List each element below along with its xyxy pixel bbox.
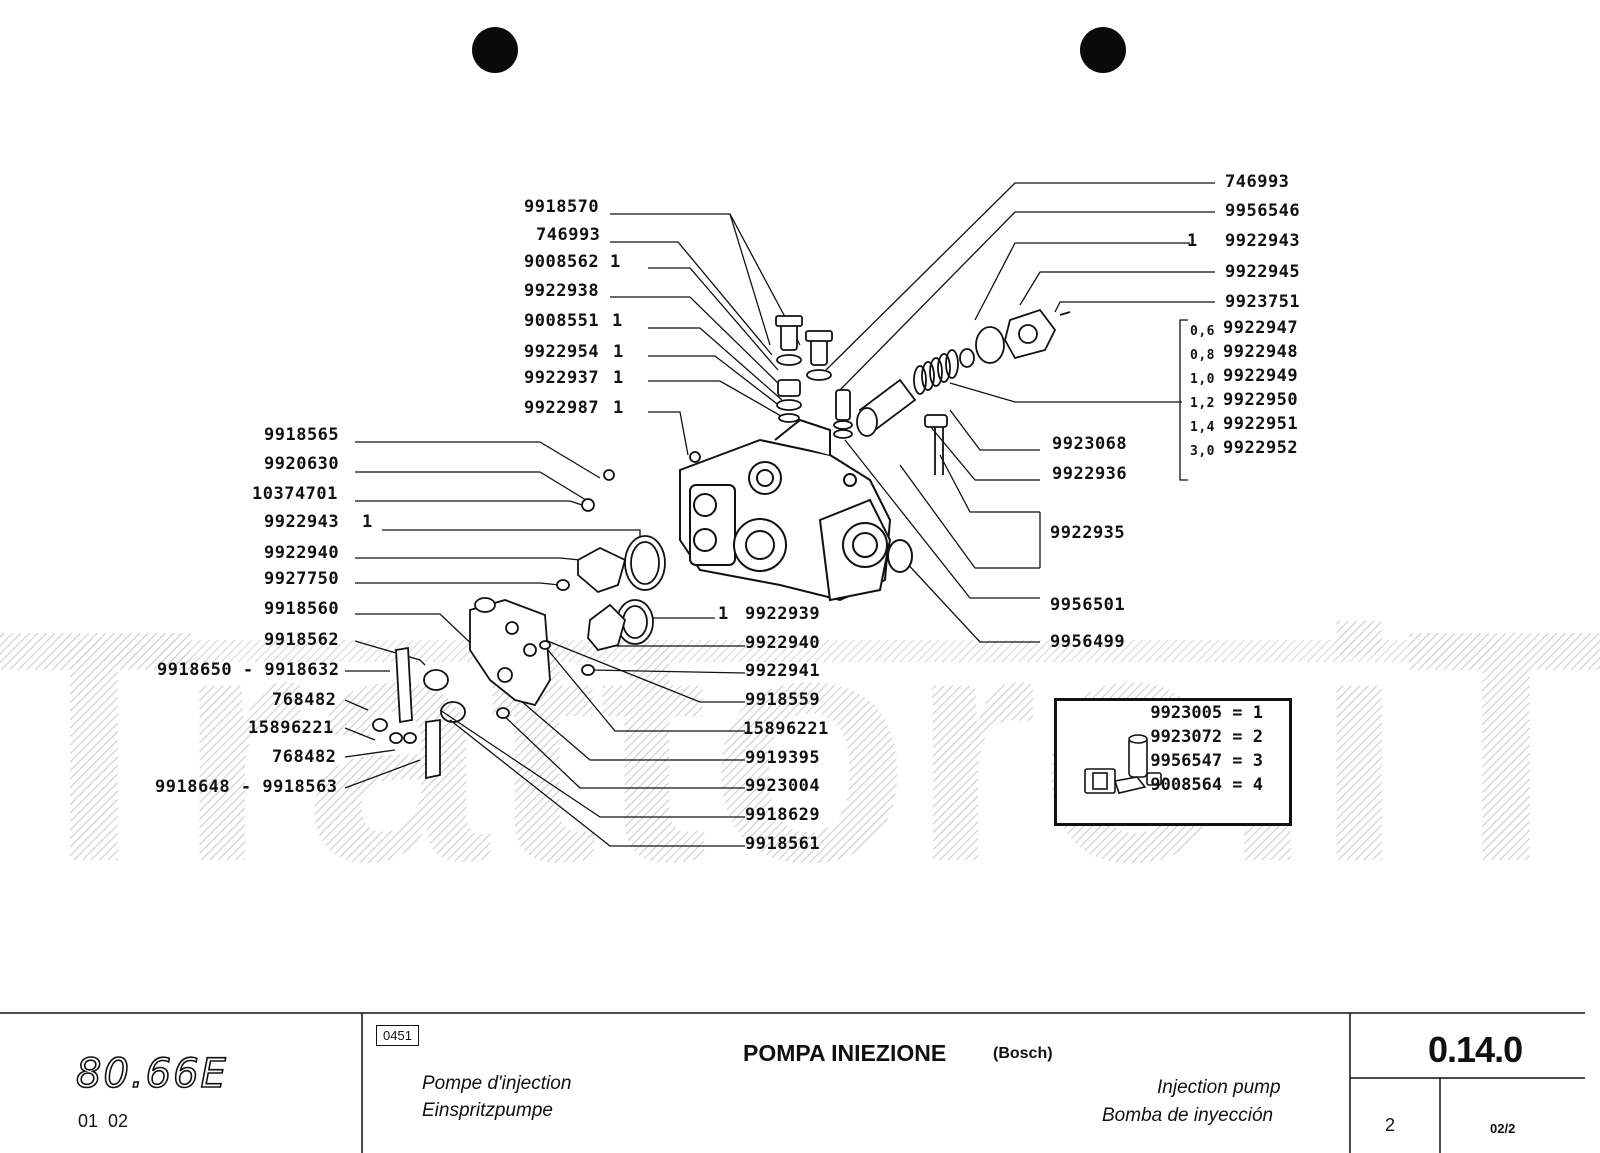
qty-mark: 1 [613, 342, 624, 362]
qty-mark: 1 [362, 512, 373, 532]
part-label: 9923004 [745, 776, 821, 796]
kit-line: 9923005 = 1 [1150, 703, 1263, 723]
part-label: 9922951 [1223, 414, 1299, 434]
part-label: 9922937 [524, 368, 600, 388]
page-subtitle: (Bosch) [993, 1045, 1053, 1062]
model-number: 80.66E [75, 1050, 228, 1098]
part-label: 9918559 [745, 690, 821, 710]
group-code: 0451 [376, 1025, 419, 1046]
title-french: Pompe d'injection [422, 1073, 572, 1094]
part-label: 9956501 [1050, 595, 1126, 615]
title-german: Einspritzpumpe [422, 1100, 553, 1121]
part-label: 9922952 [1223, 438, 1299, 458]
part-label: 9923751 [1225, 292, 1301, 312]
qty-mark: 1 [718, 604, 729, 624]
part-label: 9918650 - 9918632 [157, 660, 340, 680]
kit-line: 9008564 = 4 [1150, 775, 1263, 795]
part-label: 9922945 [1225, 262, 1301, 282]
part-label: 9920630 [264, 454, 340, 474]
part-label: 9918565 [264, 425, 340, 445]
part-label: 9918570 [524, 197, 600, 217]
part-label: 9922943 [1225, 231, 1301, 251]
part-label: 9922940 [264, 543, 340, 563]
qty-mark: 1 [612, 311, 623, 331]
part-label: 15896221 [743, 719, 829, 739]
part-label: 9922938 [524, 281, 600, 301]
part-label: 9922935 [1050, 523, 1126, 543]
part-label: 9956546 [1225, 201, 1301, 221]
repair-kit-box: 9923005 = 1 9923072 = 2 9956547 = 3 9008… [1054, 698, 1292, 826]
part-label: 9922947 [1223, 318, 1299, 338]
shim-size: 1,4 [1190, 420, 1215, 435]
part-label: 9922950 [1223, 390, 1299, 410]
sheet-number: 2 [1385, 1115, 1396, 1135]
part-label: 9008551 [524, 311, 600, 331]
qty-mark: 1 [613, 368, 624, 388]
kit-line: 9956547 = 3 [1150, 751, 1263, 771]
qty-mark: 1 [610, 252, 621, 272]
part-label: 9922987 [524, 398, 600, 418]
page-reference: 02/2 [1490, 1121, 1516, 1136]
part-label: 9922949 [1223, 366, 1299, 386]
part-label: 9922954 [524, 342, 600, 362]
punch-hole-right [1080, 27, 1126, 73]
part-label: 9918562 [264, 630, 340, 650]
part-label: 9922943 [264, 512, 340, 532]
part-label: 9956499 [1050, 632, 1126, 652]
title-block: 80.66E 01 02 0451 POMPA INIEZIONE (Bosch… [0, 1013, 1600, 1153]
part-label: 9922948 [1223, 342, 1299, 362]
part-label: 9922940 [745, 633, 821, 653]
section-number: 0.14.0 [1428, 1029, 1523, 1070]
part-label: 9918560 [264, 599, 340, 619]
part-label: 9922936 [1052, 464, 1128, 484]
part-label: 9922939 [745, 604, 821, 624]
shim-size: 0,8 [1190, 348, 1215, 363]
punch-hole-left [472, 27, 518, 73]
title-english: Injection pump [1157, 1077, 1281, 1098]
part-label: 9927750 [264, 569, 340, 589]
shim-size: 1,0 [1190, 372, 1215, 387]
shim-size: 1,2 [1190, 396, 1215, 411]
part-label: 746993 [536, 225, 601, 245]
qty-mark: 1 [613, 398, 624, 418]
part-label: 9918561 [745, 834, 821, 854]
part-label: 9918648 - 9918563 [155, 777, 338, 797]
watermark-text: Trattore.iT [0, 561, 1600, 930]
part-label: 10374701 [252, 484, 338, 504]
part-label: 746993 [1225, 172, 1290, 192]
qty-mark: 1 [1187, 231, 1198, 251]
shim-size: 3,0 [1190, 444, 1215, 459]
page-title: POMPA INIEZIONE [743, 1040, 947, 1066]
part-label: 9008562 [524, 252, 600, 272]
part-label: 9918629 [745, 805, 821, 825]
part-label: 15896221 [248, 718, 334, 738]
shim-size: 0,6 [1190, 324, 1215, 339]
kit-line: 9923072 = 2 [1150, 727, 1263, 747]
part-label: 768482 [272, 747, 337, 767]
part-label: 768482 [272, 690, 337, 710]
model-variants: 01 02 [78, 1111, 129, 1131]
part-label: 9923068 [1052, 434, 1128, 454]
part-label: 9922941 [745, 661, 821, 681]
part-label: 9919395 [745, 748, 821, 768]
title-spanish: Bomba de inyección [1102, 1105, 1274, 1126]
kit-parts-icon [1084, 734, 1162, 794]
